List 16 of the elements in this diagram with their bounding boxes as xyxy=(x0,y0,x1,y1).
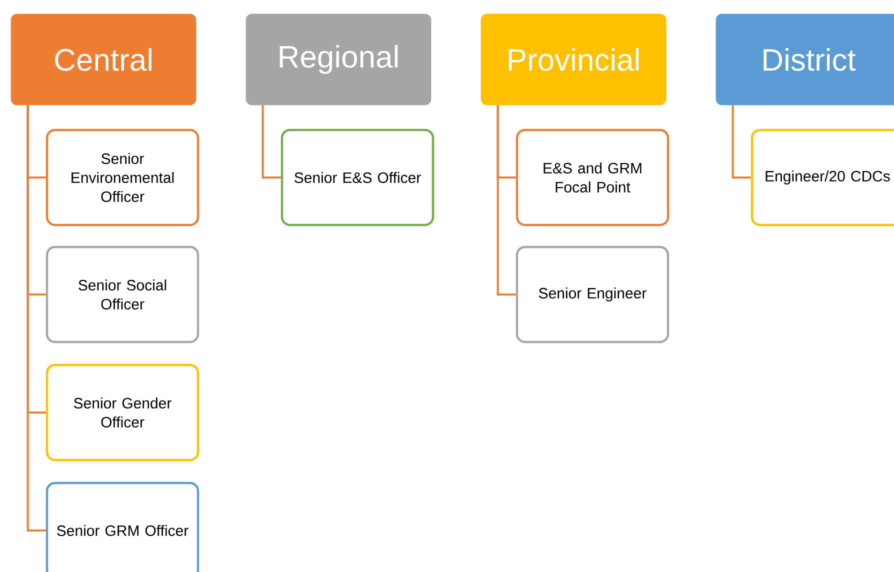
level-header-box: Central xyxy=(10,14,196,106)
role-box: Senior E&S Officer xyxy=(280,128,434,226)
role-box: Senior Social Officer xyxy=(46,246,200,344)
level-header-box: Provincial xyxy=(480,14,666,106)
connector-line xyxy=(26,105,46,532)
role-box: Senior GRM Officer xyxy=(46,482,200,572)
role-box: Senior Gender Officer xyxy=(46,364,200,462)
level-header-box: District xyxy=(716,14,894,106)
connector-line xyxy=(732,105,751,178)
connector-line xyxy=(496,105,516,296)
role-box: E&S and GRM Focal Point xyxy=(516,128,670,226)
connector-line xyxy=(262,105,281,178)
role-box: Engineer/20 CDCs xyxy=(750,128,894,226)
role-box: Senior Environemental Officer xyxy=(46,128,200,226)
role-box: Senior Engineer xyxy=(516,246,670,344)
level-header-box: Regional xyxy=(246,14,432,106)
